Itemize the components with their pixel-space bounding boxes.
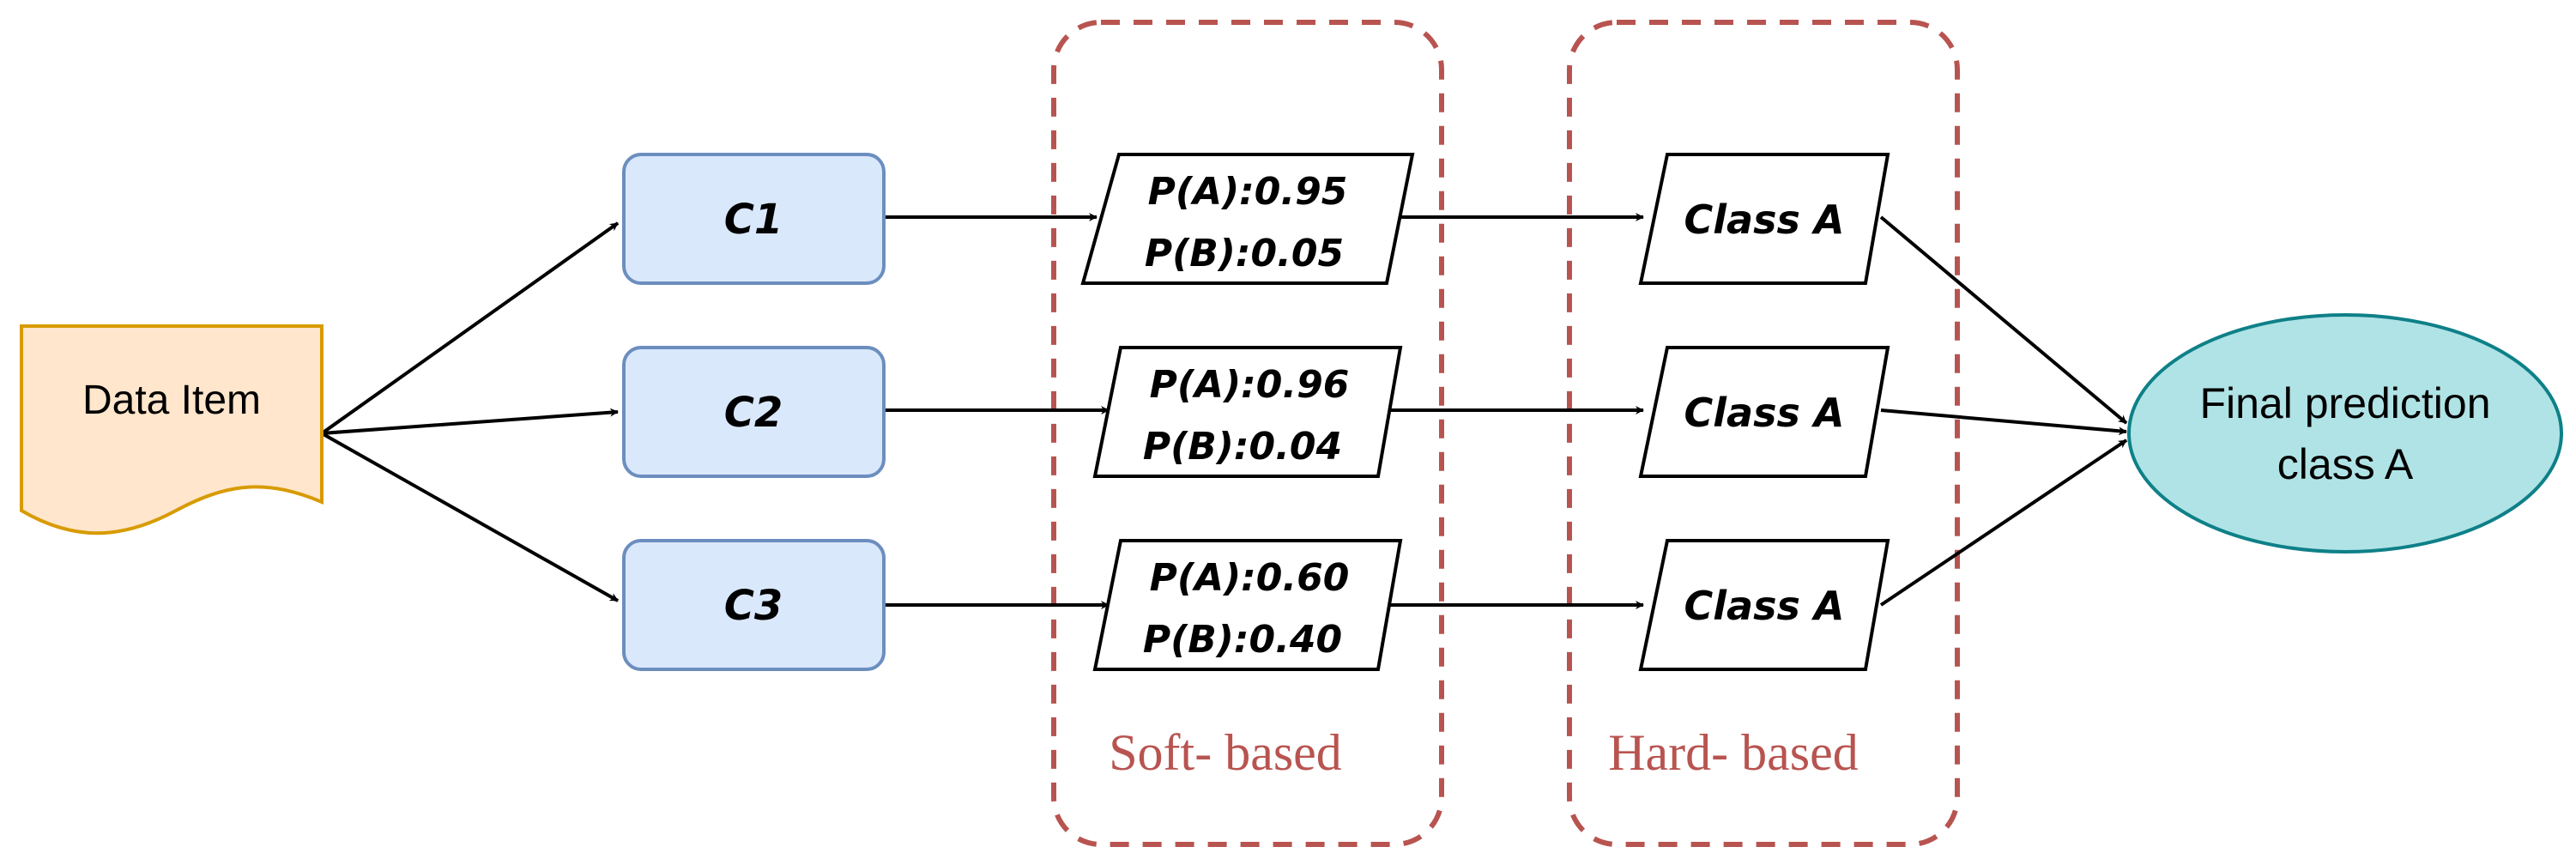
edge-data-to-c3 (321, 432, 619, 602)
classifier-c2-label: C2 (724, 389, 783, 437)
hard-output-2-label: Class A (1684, 390, 1845, 436)
hard-output-2: Class A (1638, 346, 1890, 478)
soft-output-3-pa: P(A):0.60 (1150, 556, 1350, 600)
data-item-node: Data Item (20, 324, 324, 535)
final-prediction-line1: Final prediction (2199, 379, 2490, 427)
hard-based-label: Hard- based (1608, 724, 1859, 781)
soft-output-2-pa: P(A):0.96 (1150, 363, 1350, 407)
soft-output-2: P(A):0.96 P(B):0.04 (1092, 346, 1403, 478)
soft-based-group (1051, 20, 1444, 847)
hard-based-group (1567, 20, 1960, 847)
soft-output-3: P(A):0.60 P(B):0.40 (1092, 539, 1403, 671)
classifier-c1-label: C1 (724, 196, 783, 244)
soft-output-1-pa: P(A):0.95 (1148, 170, 1348, 214)
final-prediction-line2: class A (2277, 440, 2414, 488)
hard-output-3-label: Class A (1684, 583, 1845, 629)
hard-output-1-label: Class A (1684, 197, 1845, 243)
soft-based-label: Soft- based (1109, 724, 1342, 781)
edge-data-to-c2 (321, 408, 619, 435)
soft-output-3-pb: P(B):0.40 (1143, 618, 1342, 662)
soft-output-2-pb: P(B):0.04 (1143, 425, 1342, 469)
hard-output-3: Class A (1638, 539, 1890, 671)
final-prediction-node: Final prediction class A (2127, 313, 2563, 553)
edge-hard3-to-final (1879, 439, 2128, 607)
edge-data-to-c1 (320, 221, 620, 435)
classifier-c1: C1 (622, 153, 886, 285)
edges (320, 213, 2128, 609)
soft-output-1-pb: P(B):0.05 (1145, 232, 1344, 275)
edge-hard2-to-final (1880, 408, 2127, 436)
classifier-c2: C2 (622, 346, 886, 478)
classifier-c3: C3 (622, 539, 886, 671)
data-item-label: Data Item (82, 378, 261, 423)
hard-output-1: Class A (1638, 153, 1890, 285)
edge-hard1-to-final (1879, 215, 2128, 425)
soft-output-1: P(A):0.95 P(B):0.05 (1080, 153, 1415, 285)
classifier-c3-label: C3 (724, 582, 783, 630)
